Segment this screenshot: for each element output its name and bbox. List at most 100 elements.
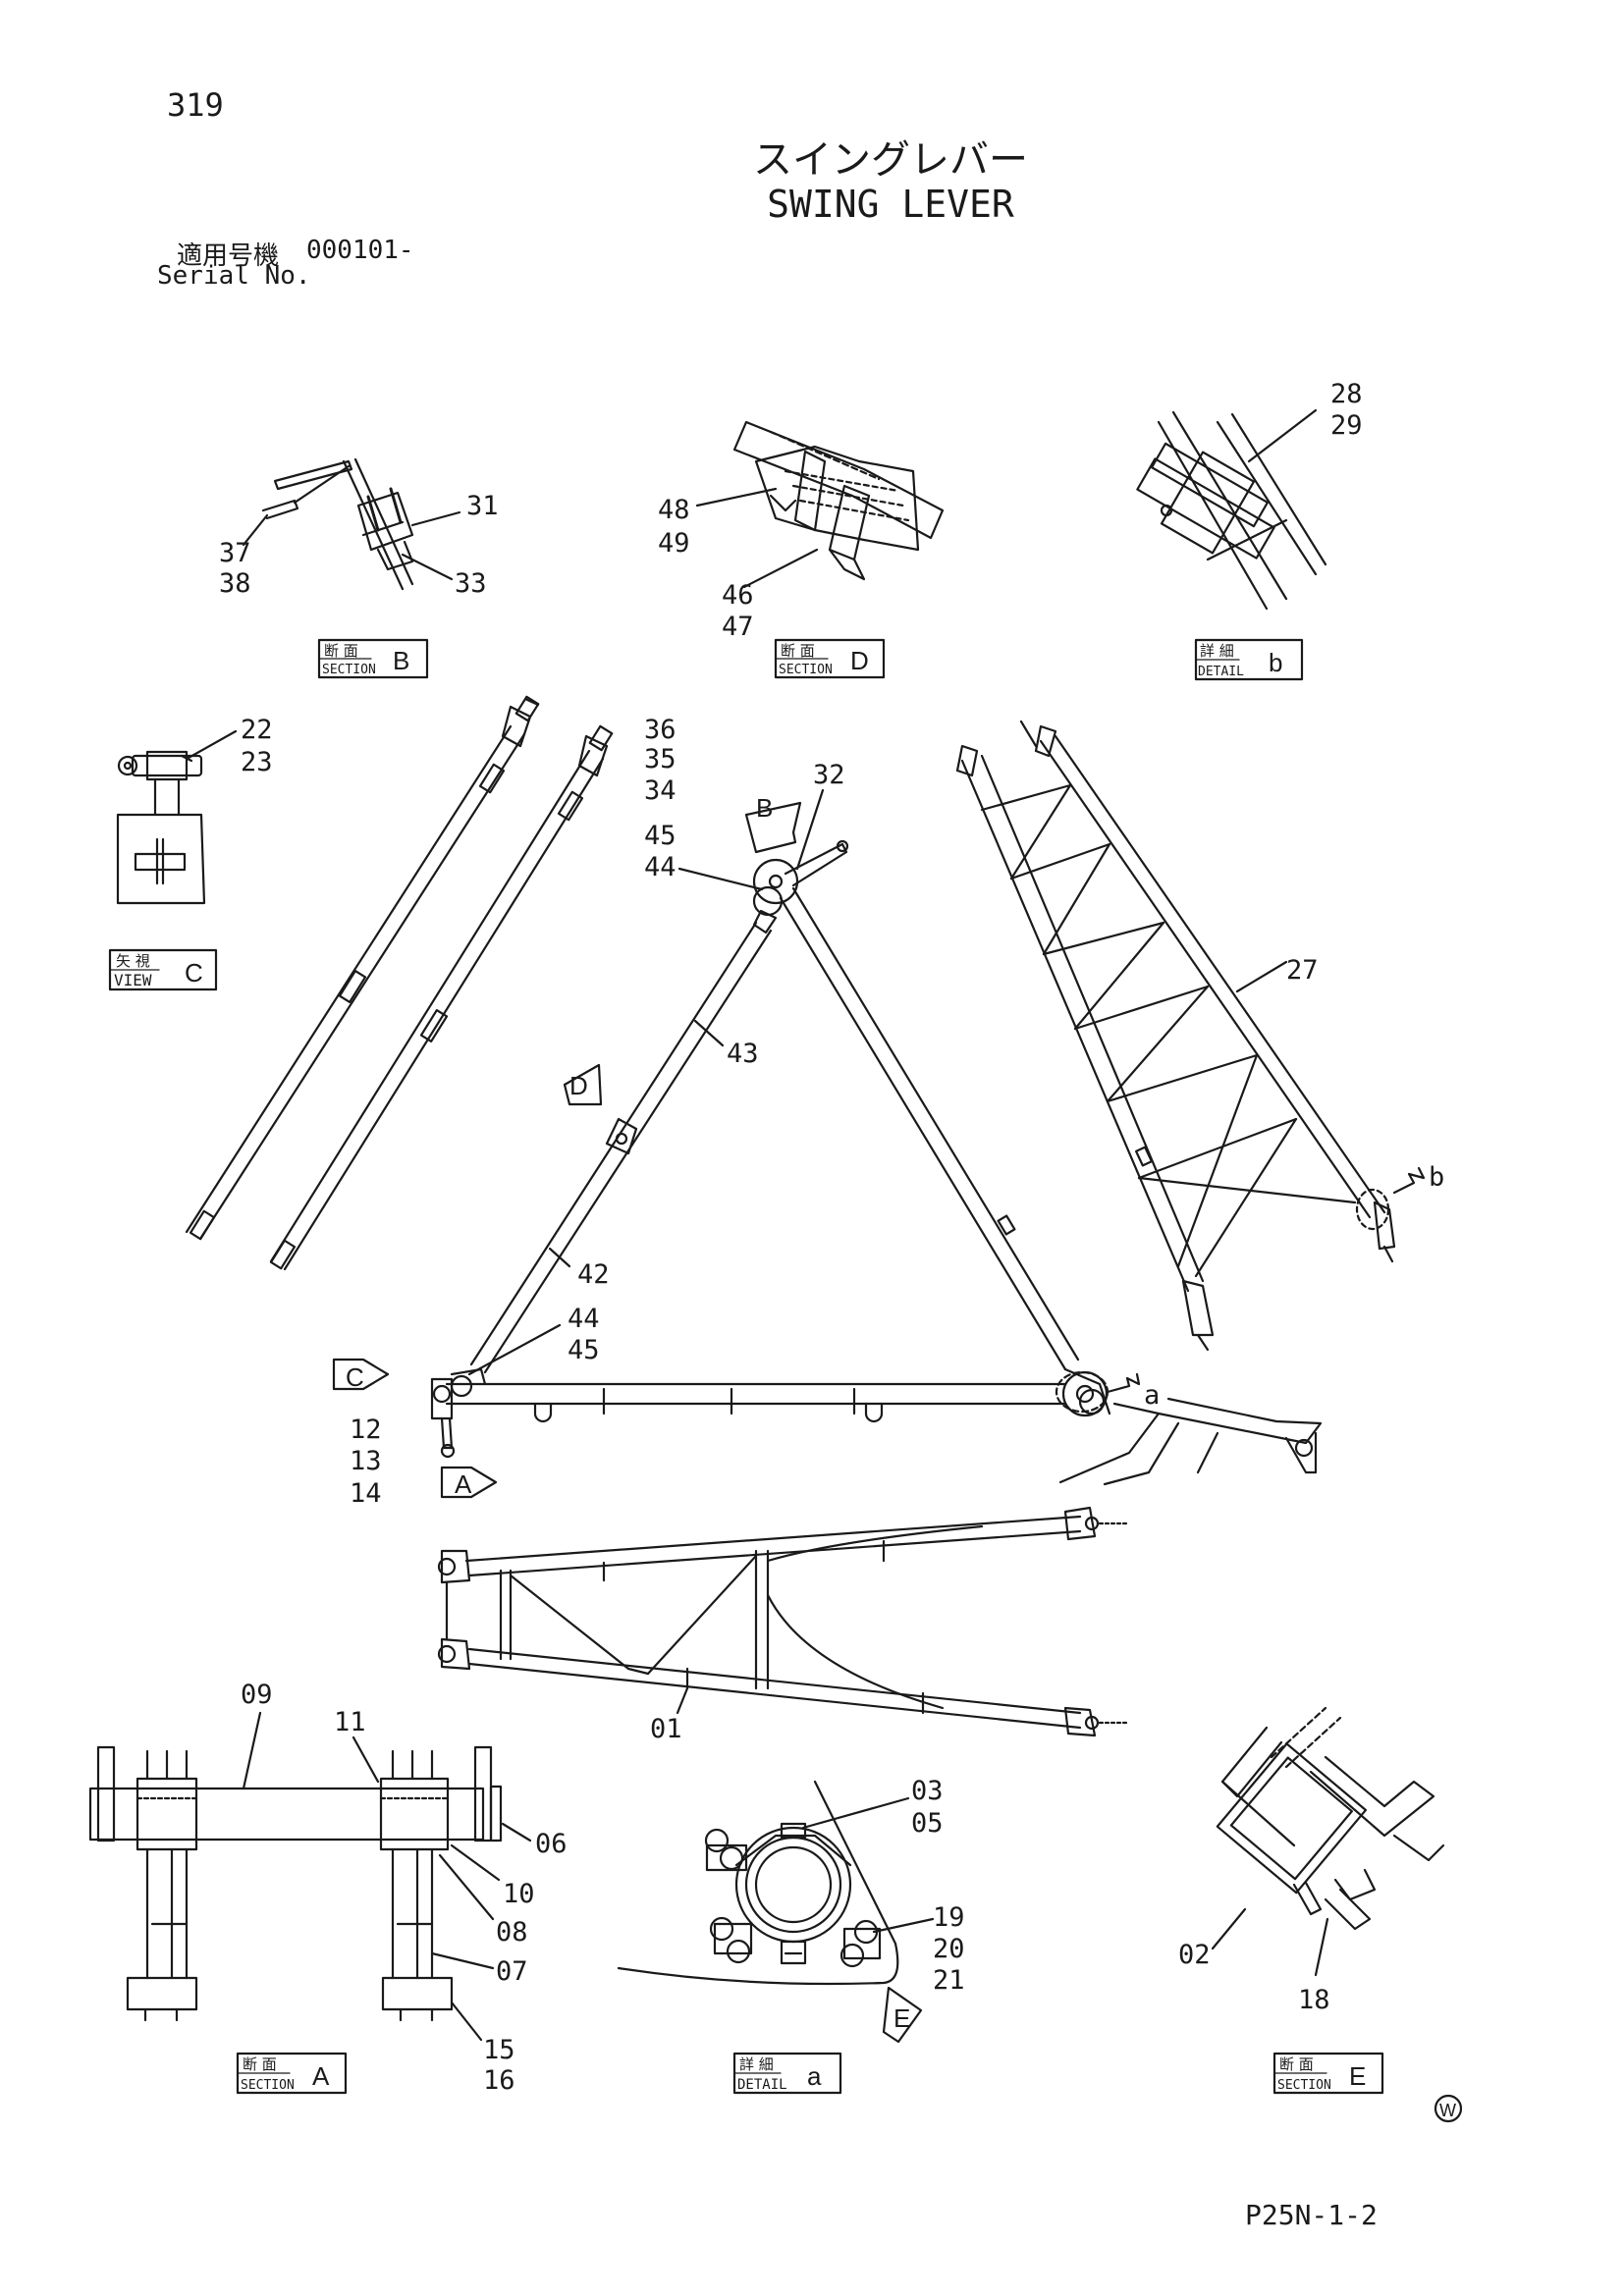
svg-text:E: E	[1349, 2061, 1366, 2091]
part-03: 03	[911, 1776, 944, 1806]
part-15: 15	[483, 2035, 515, 2065]
part-14: 14	[350, 1478, 382, 1509]
svg-text:SECTION: SECTION	[779, 663, 833, 677]
svg-text:断 面: 断 面	[243, 2056, 277, 2073]
svg-text:断 面: 断 面	[781, 642, 815, 660]
svg-text:B: B	[393, 646, 409, 675]
tag-detail-a: 詳 細 DETAIL a	[732, 2052, 842, 2095]
part-43: 43	[727, 1039, 759, 1069]
leader-08	[438, 1853, 495, 1921]
leader-15	[450, 2001, 483, 2042]
callout-a-marker	[1106, 1372, 1141, 1394]
part-31: 31	[466, 491, 499, 521]
leader-42	[548, 1247, 571, 1268]
part-19: 19	[933, 1902, 965, 1933]
callout-b-marker	[1392, 1166, 1426, 1195]
part-44: 44	[644, 852, 677, 882]
part-23: 23	[241, 747, 273, 777]
part-10: 10	[503, 1879, 535, 1909]
svg-text:A: A	[312, 2061, 330, 2091]
leader-07	[430, 1951, 495, 1970]
part-12: 12	[350, 1415, 382, 1445]
section-e-figure	[1216, 1706, 1445, 1931]
part-44-lower: 44	[568, 1304, 600, 1334]
svg-text:A: A	[455, 1469, 472, 1499]
callout-b: b	[1429, 1162, 1444, 1193]
callout-a: a	[1144, 1380, 1160, 1411]
part-36: 36	[644, 715, 677, 745]
leader-09	[242, 1711, 262, 1790]
leader-18	[1314, 1917, 1329, 1977]
part-28: 28	[1330, 379, 1363, 409]
view-arrow-b: B	[744, 793, 802, 854]
part-07: 07	[496, 1956, 528, 1987]
svg-text:C: C	[346, 1362, 364, 1392]
serial-label-english: Serial No.	[157, 261, 311, 291]
title-english: SWING LEVER	[767, 183, 1014, 226]
part-37: 37	[219, 538, 251, 568]
leader-11	[352, 1735, 380, 1784]
part-38: 38	[219, 568, 251, 599]
leader-06	[501, 1822, 532, 1842]
leader-22	[187, 729, 238, 760]
part-06: 06	[535, 1829, 568, 1859]
part-35: 35	[644, 744, 677, 774]
svg-text:W: W	[1439, 2101, 1456, 2120]
svg-text:矢 視: 矢 視	[116, 952, 150, 970]
part-01: 01	[650, 1714, 682, 1744]
part-45: 45	[644, 821, 677, 851]
leader-44	[677, 867, 764, 891]
tag-section-e: 断 面 SECTION E	[1272, 2052, 1384, 2095]
leader-31	[410, 510, 461, 527]
leader-28	[1247, 408, 1318, 463]
part-20: 20	[933, 1934, 965, 1964]
leader-37	[242, 513, 269, 547]
svg-text:b: b	[1269, 648, 1282, 677]
part-33: 33	[455, 568, 487, 599]
part-46: 46	[722, 580, 754, 611]
section-d-figure	[732, 420, 945, 581]
part-21: 21	[933, 1965, 965, 1996]
tag-section-b: 断 面 SECTION B	[317, 638, 429, 679]
tag-section-a: 断 面 SECTION A	[236, 2052, 348, 2095]
leader-19	[872, 1917, 935, 1934]
drawing-code: P25N-1-2	[1245, 2199, 1378, 2231]
part-09: 09	[241, 1680, 273, 1710]
leader-43	[693, 1019, 725, 1047]
leader-27	[1235, 960, 1288, 993]
leader-44b	[467, 1323, 562, 1376]
part-29: 29	[1330, 410, 1363, 441]
svg-text:SECTION: SECTION	[241, 2078, 295, 2093]
svg-text:詳 細: 詳 細	[1200, 642, 1234, 660]
svg-text:B: B	[756, 793, 773, 823]
svg-text:VIEW: VIEW	[114, 971, 152, 989]
detail-b-figure	[1136, 410, 1327, 611]
leader-46	[742, 548, 819, 589]
part-32: 32	[813, 760, 845, 790]
part-13: 13	[350, 1446, 382, 1476]
part-08: 08	[496, 1917, 528, 1948]
view-arrow-a: A	[440, 1466, 498, 1499]
tag-section-d: 断 面 SECTION D	[774, 638, 886, 679]
part-49: 49	[658, 528, 690, 559]
svg-text:詳 細: 詳 細	[739, 2056, 774, 2073]
serial-number-value: 000101-	[306, 236, 414, 265]
section-a-figure	[88, 1745, 503, 2022]
part-11: 11	[334, 1707, 366, 1737]
view-arrow-c: C	[332, 1358, 390, 1392]
svg-text:C: C	[185, 958, 203, 988]
page-number: 319	[167, 86, 224, 124]
a-frame-01	[437, 1506, 1131, 1737]
svg-text:SECTION: SECTION	[322, 663, 376, 677]
tag-detail-b: 詳 細 DETAIL b	[1194, 638, 1304, 681]
svg-text:D: D	[850, 646, 869, 675]
part-18: 18	[1298, 1985, 1330, 2015]
svg-text:DETAIL: DETAIL	[737, 2077, 787, 2093]
detail-a-figure	[617, 1780, 899, 1986]
leader-32	[795, 788, 825, 871]
triangle-frame	[430, 839, 1323, 1486]
leader-02	[1211, 1907, 1247, 1950]
part-16: 16	[483, 2065, 515, 2096]
leader-33	[401, 553, 454, 581]
svg-text:E: E	[893, 2003, 910, 2033]
